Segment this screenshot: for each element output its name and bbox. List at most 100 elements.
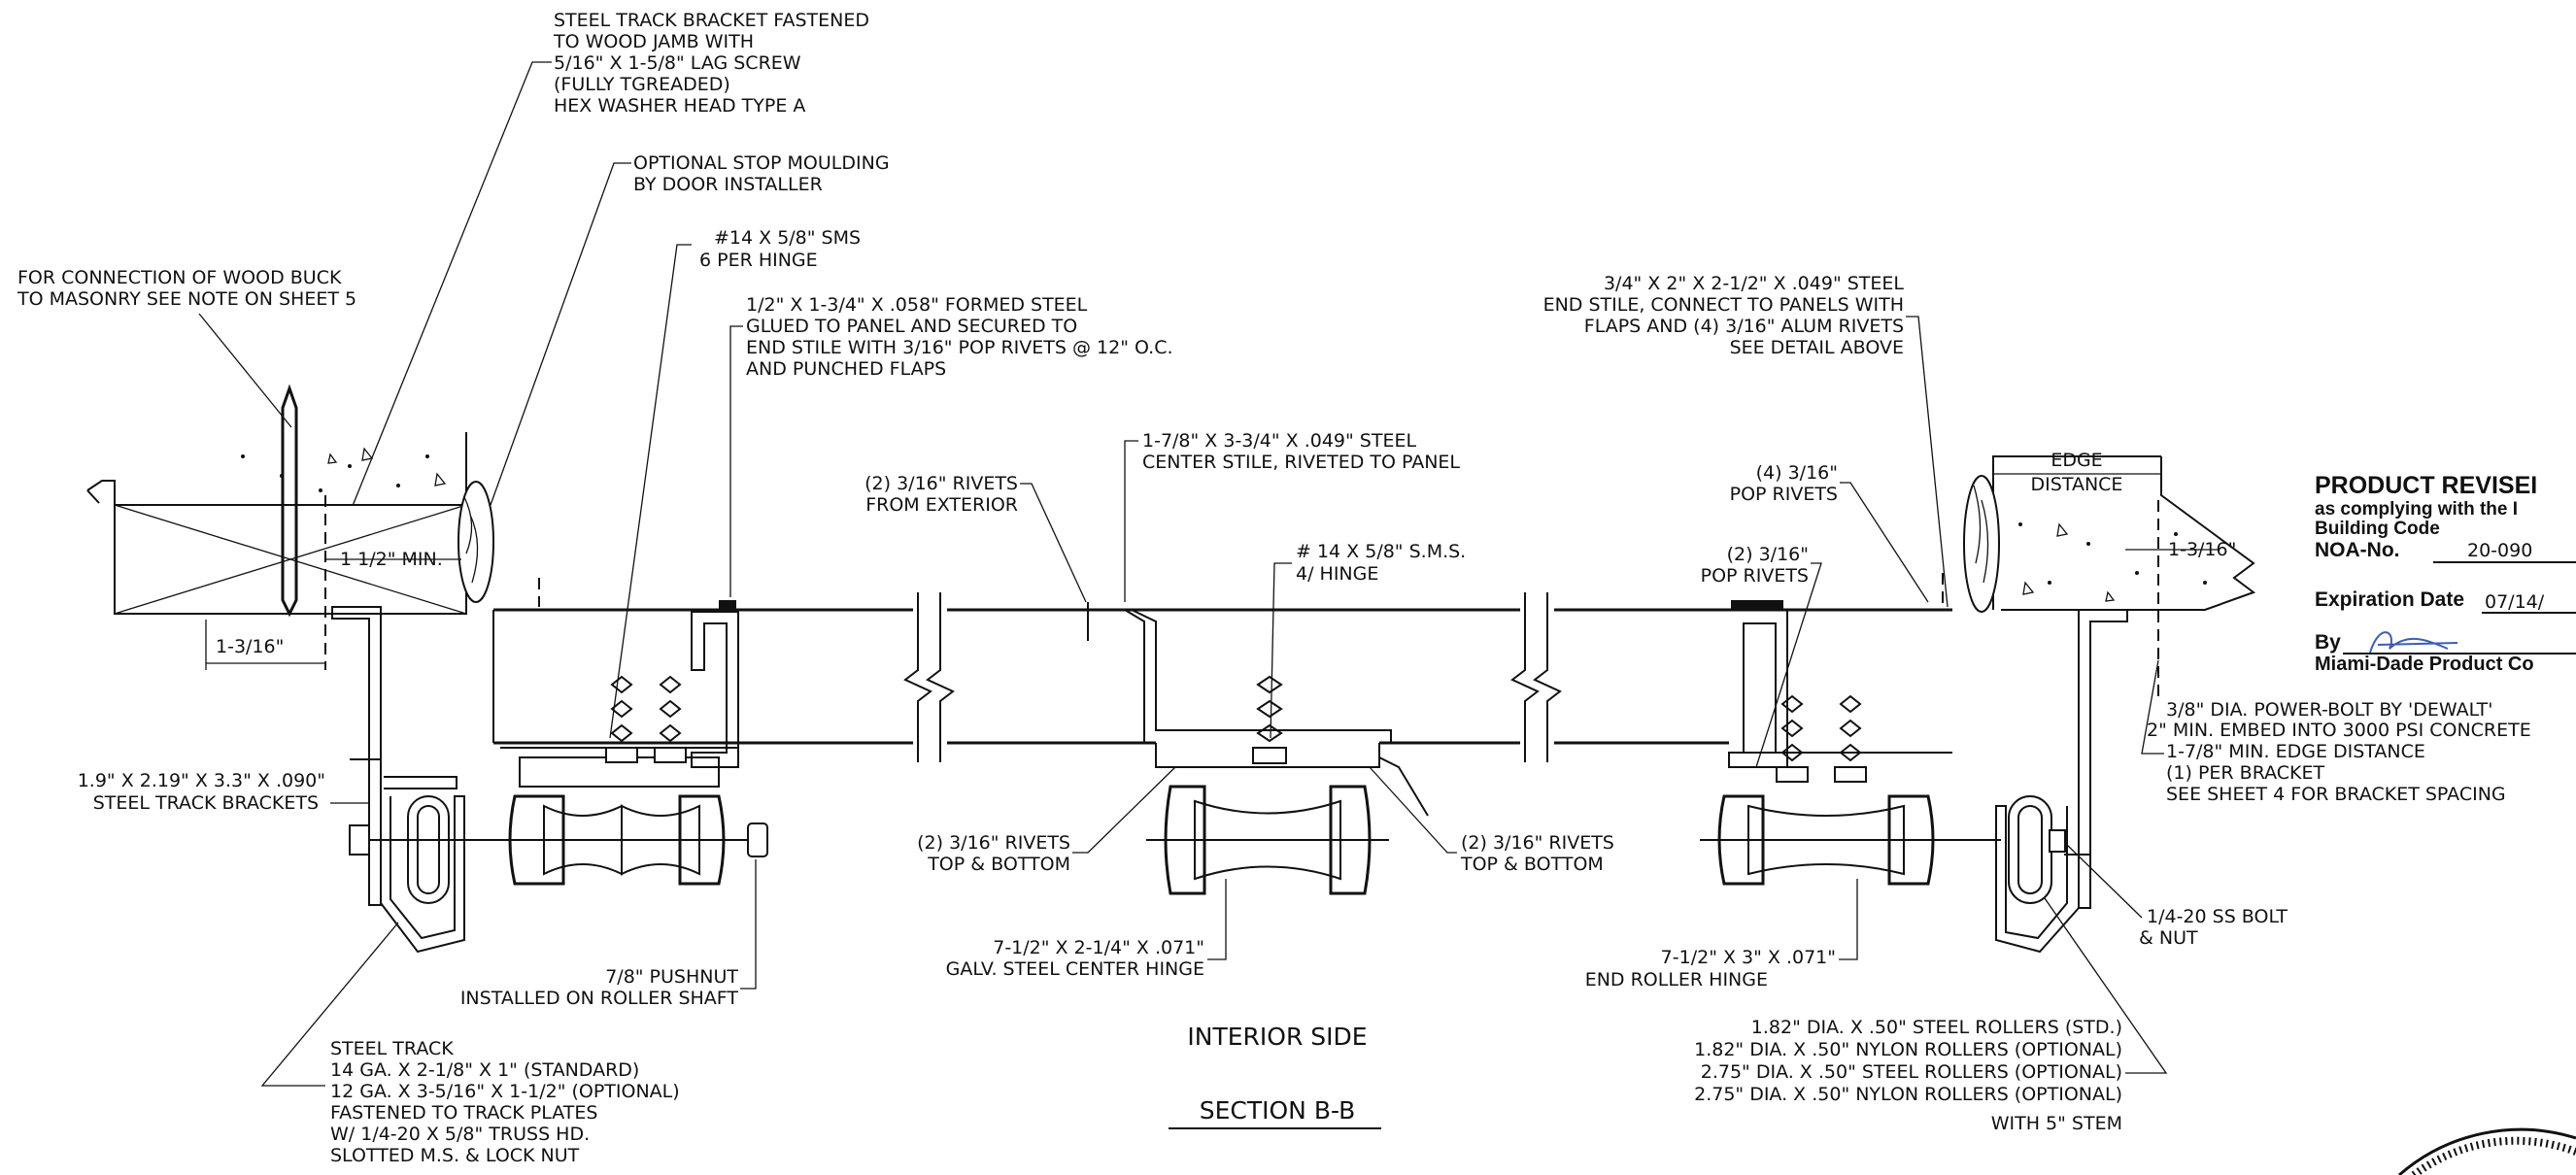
screw-thread <box>659 675 682 743</box>
leader-line <box>609 244 692 739</box>
dimension-text: DISTANCE <box>2031 474 2123 495</box>
note-line: END STILE, CONNECT TO PANELS WITH <box>1543 294 1904 316</box>
note-line: (1) PER BRACKET <box>2166 762 2325 784</box>
roller-cheek <box>678 794 726 886</box>
note-line: & NUT <box>2139 927 2198 949</box>
approval-stamp: PRODUCT REVISEI as complying with the I … <box>2315 472 2576 675</box>
left-end-hinge <box>486 675 768 886</box>
note-line: 4/ HINGE <box>1296 563 1378 585</box>
note-line: 7/8" PUSHNUT <box>605 966 738 988</box>
note-end-roller-hinge: 7-1/2" X 3" X .071" END ROLLER HINGE <box>1585 947 1836 990</box>
interior-side-label: INTERIOR SIDE <box>1187 1023 1367 1051</box>
note-rollers: 1.82" DIA. X .50" STEEL ROLLERS (STD.) 1… <box>1694 1017 2122 1134</box>
note-line: W/ 1/4-20 X 5/8" TRUSS HD. <box>330 1124 590 1145</box>
roller-cheek <box>508 794 565 886</box>
rivet <box>719 600 736 610</box>
note-rivets-exterior: (2) 3/16" RIVETS FROM EXTERIOR <box>864 473 1018 516</box>
signature <box>2369 631 2458 654</box>
concrete-stipple <box>2018 522 2207 602</box>
note-line: 3/4" X 2" X 2-1/2" X .049" STEEL <box>1604 273 1904 294</box>
note-line: TO MASONRY SEE NOTE ON SHEET 5 <box>17 288 356 310</box>
note-line: 1.82" DIA. X .50" NYLON ROLLERS (OPTIONA… <box>1694 1039 2122 1060</box>
leader-line <box>1906 316 1949 608</box>
break-symbol <box>903 592 932 762</box>
wood-grain <box>1973 485 1989 584</box>
note-sms-center: # 14 X 5/8" S.M.S. 4/ HINGE <box>1296 541 1466 585</box>
note-line: FASTENED TO TRACK PLATES <box>330 1102 597 1124</box>
noa-label: NOA-No. <box>2315 539 2400 561</box>
leader-line <box>1207 879 1227 960</box>
center-hinge <box>1146 675 1429 895</box>
rivet <box>1731 600 1783 610</box>
wood-grain <box>463 496 479 584</box>
note-line: STEEL TRACK BRACKETS <box>93 792 319 814</box>
bracket-arm <box>384 776 458 789</box>
left-end-stile <box>691 611 739 768</box>
note-line: 14 GA. X 2-1/8" X 1" (STANDARD) <box>330 1059 639 1081</box>
note-line: 5/16" X 1-5/8" LAG SCREW <box>554 52 801 74</box>
note-end-stile: 3/4" X 2" X 2-1/2" X .049" STEEL END STI… <box>1543 273 1905 358</box>
note-track-brackets: 1.9" X 2.19" X 3.3" X .090" STEEL TRACK … <box>78 770 325 814</box>
bracket-plate <box>331 606 382 906</box>
note-line: OPTIONAL STOP MOULDING <box>633 152 890 174</box>
center-stile-web <box>1131 609 1392 743</box>
leader-line <box>324 61 552 574</box>
note-line: 1/2" X 1-3/4" X .058" FORMED STEEL <box>746 294 1088 316</box>
roller-wheel-inner <box>417 805 440 894</box>
roller-cheek <box>1717 794 1765 886</box>
edge-distance-dim: EDGE DISTANCE <box>1993 450 2161 495</box>
note-line: FROM EXTERIOR <box>865 494 1018 516</box>
note-line: 2" MIN. EMBED INTO 3000 PSI CONCRETE <box>2147 720 2531 741</box>
screw-thread <box>1780 694 1804 762</box>
hinge-leaf <box>1155 743 1380 768</box>
note-line: END ROLLER HINGE <box>1585 969 1768 990</box>
steel-track <box>380 795 465 954</box>
note-line: POP RIVETS <box>1701 565 1809 587</box>
note-rivets-tb-left: (2) 3/16" RIVETS TOP & BOTTOM <box>917 832 1070 875</box>
hinge-leaf <box>500 747 739 767</box>
right-track-bracket <box>1995 609 2128 954</box>
expiration-label: Expiration Date <box>2315 588 2464 611</box>
note-line: 1.82" DIA. X .50" STEEL ROLLERS (STD.) <box>1751 1017 2122 1038</box>
leader-line <box>729 325 743 597</box>
stamp-footer: Miami-Dade Product Co <box>2315 654 2534 675</box>
dimension-text: EDGE <box>2051 450 2102 471</box>
screw-thread <box>1839 694 1862 762</box>
note-line: (4) 3/16" <box>1756 462 1838 484</box>
note-line: SEE SHEET 4 FOR BRACKET SPACING <box>2166 784 2506 805</box>
leader-line <box>2141 659 2164 755</box>
note-line: END STILE WITH 3/16" POP RIVETS @ 12" O.… <box>746 337 1173 358</box>
note-stop-moulding: OPTIONAL STOP MOULDING BY DOOR INSTALLER <box>633 152 890 195</box>
note-line: 3/8" DIA. POWER-BOLT BY 'DEWALT' <box>2166 699 2492 721</box>
by-label: By <box>2315 631 2341 654</box>
note-line: 2.75" DIA. X .50" NYLON ROLLERS (OPTIONA… <box>1694 1084 2122 1105</box>
bolt-head <box>2049 829 2066 853</box>
anchor-nail <box>281 384 298 618</box>
leader-line <box>1369 766 1457 854</box>
right-end-hinge <box>1700 694 2001 886</box>
hinge-knuckle-plate <box>519 756 720 788</box>
note-line: 12 GA. X 3-5/16" X 1-1/2" (OPTIONAL) <box>330 1081 680 1102</box>
leader-line <box>2044 897 2168 1074</box>
dimension-left: 1-3/16" <box>205 620 325 670</box>
note-line: TO WOOD JAMB WITH <box>553 31 754 52</box>
concrete-stipple <box>241 447 447 492</box>
roller-body <box>621 804 700 876</box>
note-pushnut: 7/8" PUSHNUT INSTALLED ON ROLLER SHAFT <box>460 966 739 1009</box>
leader-line <box>1124 440 1138 602</box>
left-track-bracket <box>331 606 515 954</box>
note-sms-hinge: #14 X 5/8" SMS 6 PER HINGE <box>699 227 861 271</box>
note-line: 1.9" X 2.19" X 3.3" X .090" <box>78 770 325 791</box>
note-line: HEX WASHER HEAD TYPE A <box>554 95 805 117</box>
masonry-outline <box>2001 456 2256 611</box>
break-symbol <box>926 592 955 762</box>
note-wood-buck: FOR CONNECTION OF WOOD BUCK TO MASONRY S… <box>17 267 356 310</box>
screw-thread <box>610 675 633 743</box>
note-line: 1/4-20 SS BOLT <box>2147 906 2288 927</box>
leader-line <box>490 162 631 506</box>
note-formed-steel: 1/2" X 1-3/4" X .058" FORMED STEEL GLUED… <box>746 294 1173 380</box>
note-line: STEEL TRACK <box>330 1038 454 1059</box>
roller-cheek <box>1164 785 1206 895</box>
note-line: 2.75" DIA. X .50" STEEL ROLLERS (OPTIONA… <box>1701 1061 2122 1083</box>
dimension-text: 1-3/16" <box>216 636 284 657</box>
